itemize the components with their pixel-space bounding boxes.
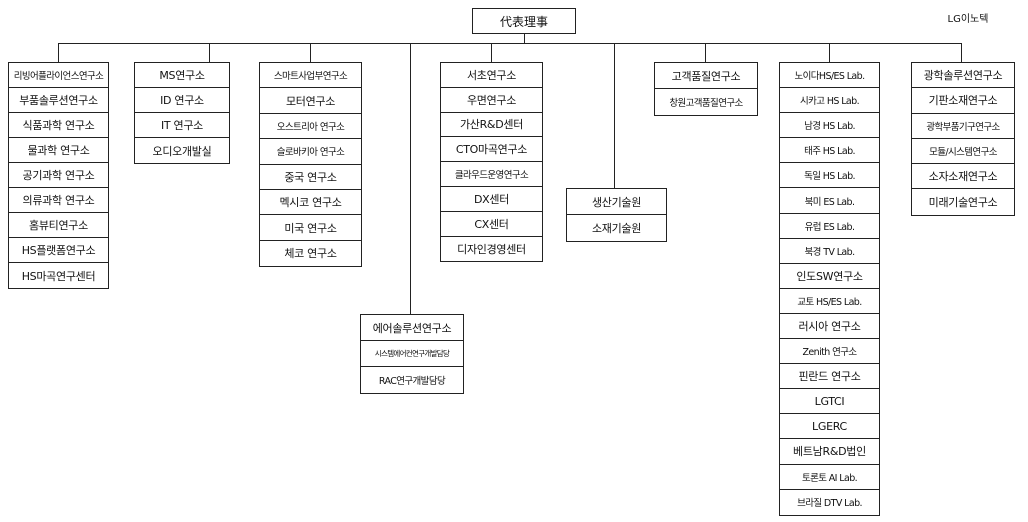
drop-line-c8 [829, 43, 830, 63]
org-unit-box: 디자인경영센터 [457, 242, 526, 256]
org-unit-box: 시카고 HS Lab. [780, 88, 879, 114]
org-unit-box: 홈뷰티연구소 [9, 213, 108, 238]
org-unit-box: DX센터 [441, 187, 542, 212]
org-unit-box: 소재기술원 [591, 222, 642, 235]
company-tag: LG이노텍 [947, 14, 989, 25]
org-unit-box: IT 연구소 [135, 113, 229, 138]
org-unit-box: 북미 ES Lab. [780, 188, 879, 214]
org-unit-box: 소자소재연구소 [912, 164, 1014, 190]
org-unit-box: 물과학 연구소 [9, 138, 108, 163]
org-unit-box: 미래기술연구소 [928, 196, 998, 210]
org-unit-box: 북경 TV Lab. [780, 239, 879, 264]
org-unit-box: 남경 HS Lab. [780, 113, 879, 139]
org-unit-box: 창원고객품질연구소 [669, 98, 743, 109]
org-unit-box: 모터연구소 [260, 88, 361, 114]
drop-line-c7 [705, 43, 706, 63]
ceo-box: 代表理事 [472, 8, 576, 34]
drop-line-c1 [58, 43, 59, 63]
org-unit-box: 교토 HS/ES Lab. [780, 289, 879, 314]
main-bus-line [58, 43, 961, 44]
org-unit-box: 토론토 AI Lab. [780, 465, 879, 490]
org-unit-box: 시스템에어컨연구개발담당 [361, 341, 463, 367]
org-unit-box: 광학솔루션연구소 [912, 63, 1014, 89]
org-unit-box: 슬로바키아 연구소 [260, 139, 361, 165]
org-unit-box: 멕시코 연구소 [260, 190, 361, 216]
org-unit-box: 체코 연구소 [284, 247, 337, 261]
org-unit-box: 식품과학 연구소 [9, 113, 108, 138]
org-unit-box: RAC연구개발담당 [378, 376, 446, 387]
org-unit-box: 인도SW연구소 [780, 264, 879, 289]
org-unit-box: 기판소재연구소 [912, 88, 1014, 114]
org-unit-box: 노이다HS/ES Lab. [780, 63, 879, 89]
org-unit-box: 리빙어플라이언스연구소 [9, 63, 108, 88]
org-unit-box: 우면연구소 [441, 88, 542, 113]
org-unit-box: 부품솔루션연구소 [9, 88, 108, 113]
org-unit-box: 가산R&D센터 [441, 113, 542, 138]
org-unit-box: 스마트사업부연구소 [260, 63, 361, 89]
org-unit-box: 베트남R&D법인 [780, 439, 879, 465]
org-unit-box: HS마곡연구센터 [21, 269, 96, 283]
org-unit-box: 광학부품기구연구소 [912, 114, 1014, 139]
drop-line-c5 [491, 43, 492, 63]
org-unit-box: Zenith 연구소 [780, 339, 879, 365]
drop-line-c6 [614, 43, 615, 188]
org-unit-box: 러시아 연구소 [780, 314, 879, 340]
org-unit-box: 미국 연구소 [260, 215, 361, 241]
org-unit-box: HS플랫폼연구소 [9, 238, 108, 263]
org-unit-box: 에어솔루션연구소 [361, 315, 463, 341]
org-unit-box: 태주 HS Lab. [780, 138, 879, 164]
org-unit-box: CX센터 [441, 212, 542, 237]
org-unit-box: 클라우드운영연구소 [441, 162, 542, 187]
root-stem-line [524, 34, 525, 44]
org-unit-box: 고객품질연구소 [655, 63, 757, 89]
org-unit-box: 모듈/시스템연구소 [912, 139, 1014, 165]
org-unit-box: LGERC [780, 414, 879, 440]
org-unit-box: 오스트리아 연구소 [260, 114, 361, 140]
org-unit-box: MS연구소 [135, 63, 229, 88]
org-unit-box: 의류과학 연구소 [9, 188, 108, 213]
org-unit-box: 핀란드 연구소 [780, 364, 879, 390]
org-unit-box: 생산기술원 [567, 189, 666, 215]
org-unit-box: 중국 연구소 [260, 165, 361, 190]
drop-line-c9 [961, 43, 962, 63]
org-unit-box: CTO마곡연구소 [441, 137, 542, 163]
org-unit-box: 오디오개발실 [152, 144, 212, 158]
org-unit-box: LGTCI [780, 389, 879, 415]
drop-line-c2 [209, 43, 210, 63]
org-unit-box: 브라질 DTV Lab. [797, 498, 862, 510]
org-unit-box: 공기과학 연구소 [9, 163, 108, 188]
drop-line-c4 [410, 43, 411, 314]
org-unit-box: ID 연구소 [135, 88, 229, 113]
org-column-overseas-labs: 노이다HS/ES Lab.시카고 HS Lab.남경 HS Lab.태주 HS … [779, 62, 880, 516]
org-unit-box: 독일 HS Lab. [780, 163, 879, 189]
org-unit-box: 유럽 ES Lab. [780, 214, 879, 239]
org-unit-box: 서초연구소 [441, 63, 542, 88]
drop-line-c3 [310, 43, 311, 63]
